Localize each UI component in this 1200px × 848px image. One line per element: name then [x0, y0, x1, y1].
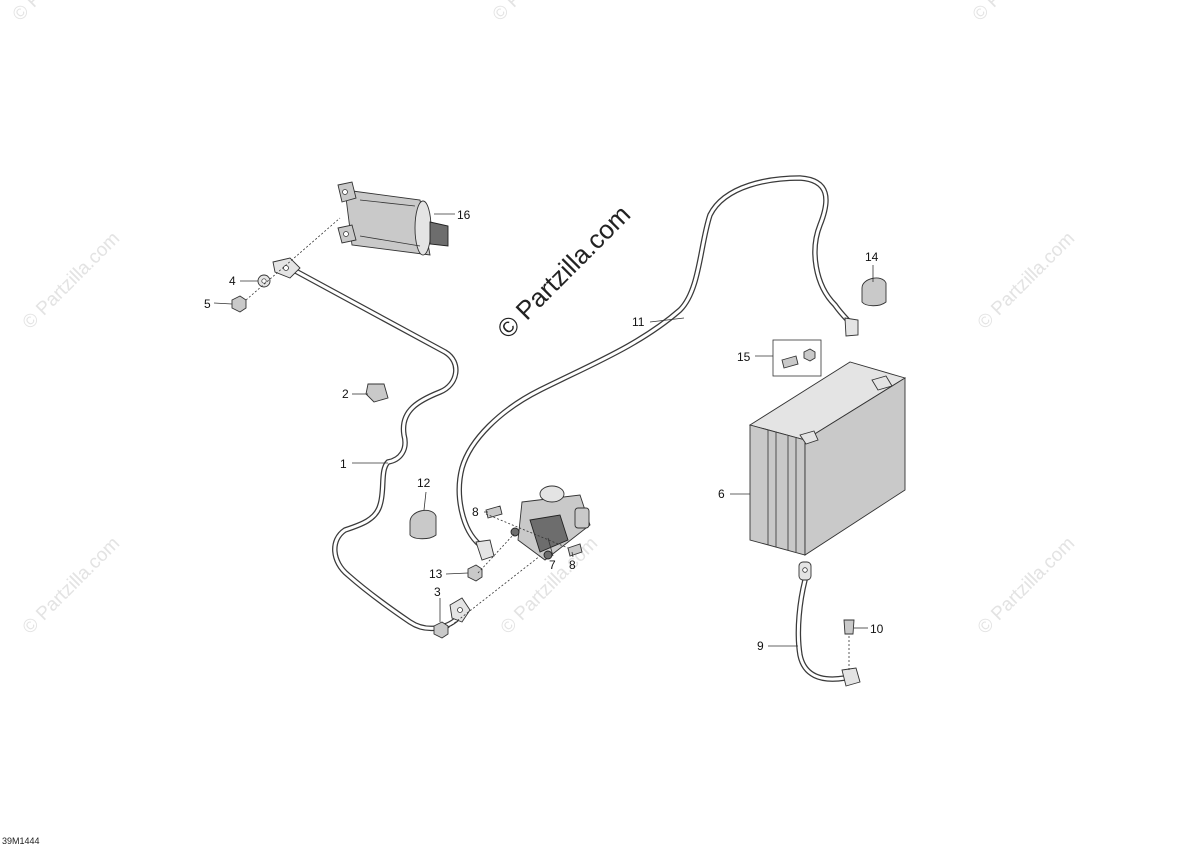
callout-labels: 1 2 3 4 5 6 7 8 8 9 10 11 12 13 14 15 16: [204, 208, 884, 653]
callout-11: 11: [632, 315, 645, 329]
watermark-main: © Partzilla.com: [491, 199, 636, 344]
nut: [803, 348, 816, 362]
callout-13: 13: [429, 567, 443, 581]
nut: [231, 295, 247, 313]
alignment-lines: [245, 217, 850, 672]
cable-9: [795, 561, 861, 687]
callout-8-upper: 8: [472, 505, 479, 519]
cable-terminal: [844, 317, 859, 337]
watermark: © Partzilla.com: [969, 0, 1074, 26]
callout-1: 1: [340, 457, 347, 471]
starter-motor: [337, 181, 449, 256]
callout-16: 16: [457, 208, 471, 222]
callout-9: 9: [757, 639, 764, 653]
callout-4: 4: [229, 274, 236, 288]
callout-10: 10: [870, 622, 884, 636]
bolt: [843, 619, 855, 635]
watermark: © Partzilla.com: [974, 533, 1079, 638]
cable-11: [456, 175, 859, 561]
watermark: © Partzilla.com: [489, 0, 594, 26]
watermark: © Partzilla.com: [974, 228, 1079, 333]
nut: [467, 564, 483, 582]
cable-terminal: [841, 667, 861, 687]
watermark: © Partzilla.com: [19, 228, 124, 333]
hardware: [231, 274, 887, 639]
callout-15: 15: [737, 350, 751, 364]
starter-solenoid: [510, 485, 591, 561]
callout-6: 6: [718, 487, 725, 501]
watermark: © Partzilla.com: [19, 533, 124, 638]
cable-terminal: [475, 539, 495, 561]
battery: [748, 361, 907, 556]
callout-5: 5: [204, 297, 211, 311]
terminal-cap: [409, 509, 437, 540]
leader-lines: [213, 213, 874, 647]
callout-14: 14: [865, 250, 879, 264]
callout-12: 12: [417, 476, 431, 490]
bolt: [567, 543, 583, 557]
nut: [433, 621, 449, 639]
callout-3: 3: [434, 585, 441, 599]
reference-code: 39M1444: [2, 836, 40, 846]
bolt: [781, 355, 799, 369]
cable-clip: [365, 383, 389, 403]
cable-1: [272, 257, 471, 632]
callout-8-lower: 8: [569, 558, 576, 572]
bolt: [485, 505, 503, 519]
callout-7: 7: [549, 558, 556, 572]
watermark: © Partzilla.com: [9, 0, 114, 26]
terminal-cap: [861, 277, 887, 307]
callout-2: 2: [342, 387, 349, 401]
